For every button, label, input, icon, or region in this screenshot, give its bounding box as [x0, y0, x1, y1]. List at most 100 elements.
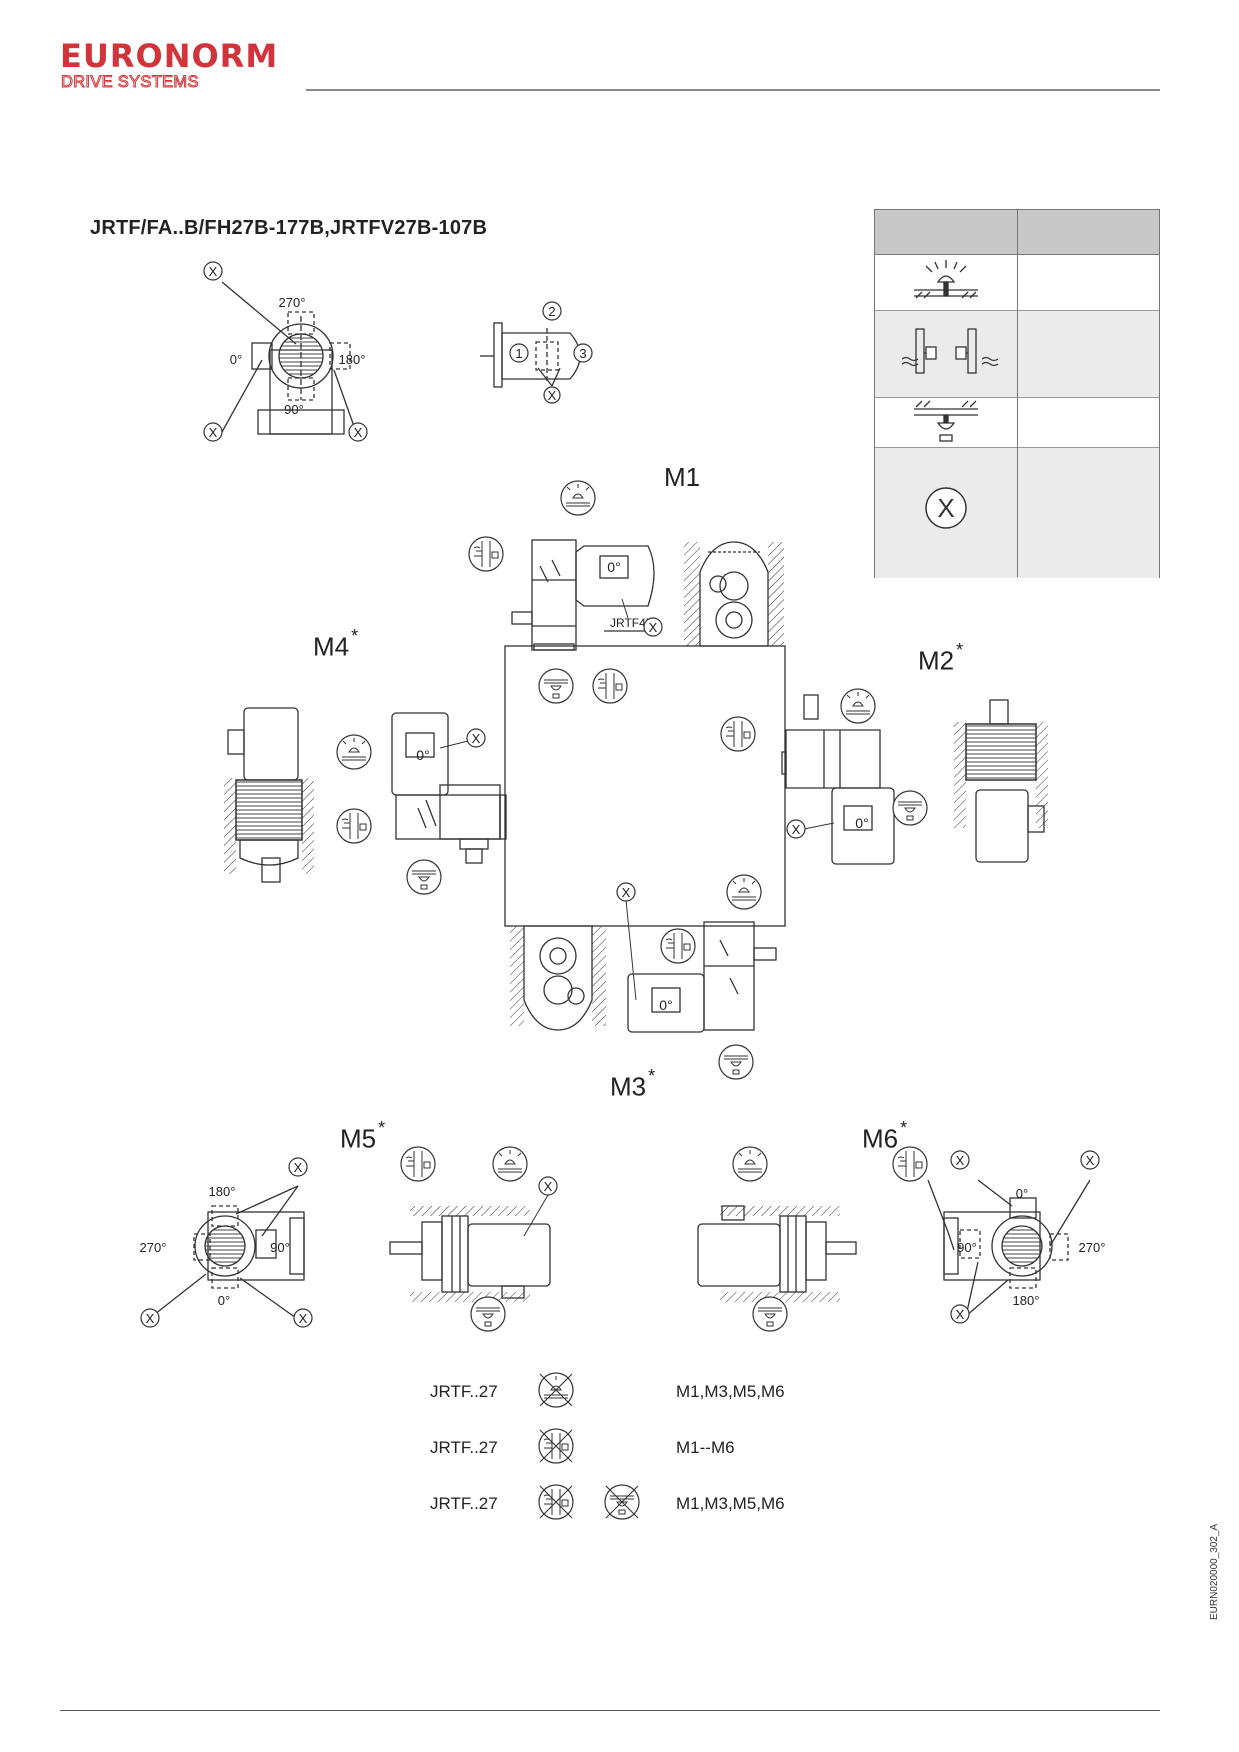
- position-label-m6: M6*: [862, 1118, 908, 1154]
- terminal-box-angle-view-m6: [927, 1179, 1091, 1317]
- plug-glyph: [412, 870, 436, 890]
- cross-out-mark: [539, 1485, 573, 1519]
- plug-circle: [336, 808, 372, 844]
- plug-glyph: [732, 878, 756, 901]
- svg-text:X: X: [937, 493, 954, 523]
- footer-rule: [60, 1710, 1160, 1711]
- oil-drain-symbol: [718, 1044, 754, 1080]
- callout-marker: X: [203, 422, 223, 442]
- oil-drain-symbol: [470, 1296, 506, 1332]
- leader-line: [439, 740, 469, 749]
- angle-label: 270°: [1079, 1240, 1106, 1255]
- callout-circle: [466, 728, 486, 748]
- angle-label: 0°: [218, 1293, 230, 1308]
- position-label-m4: M4*: [313, 626, 359, 662]
- oil-drain-plug-icon: [914, 400, 978, 442]
- terminal-box-angle-label: 0°: [659, 997, 672, 1013]
- center-reference-block: [504, 645, 786, 927]
- callout-label: X: [649, 620, 658, 635]
- note-model: JRTF..27: [430, 1382, 498, 1401]
- angle-label: 0°: [230, 352, 242, 367]
- plug-circle: [892, 1146, 928, 1182]
- callout-circle: [786, 819, 806, 839]
- plug-glyph: [758, 1307, 782, 1327]
- plug-glyph: [597, 673, 623, 699]
- callout-circle: [616, 882, 636, 902]
- callout-marker: X: [950, 1304, 970, 1324]
- oil-drain-symbol: [752, 1296, 788, 1332]
- callout-marker: X: [786, 819, 806, 839]
- callout-label: X: [146, 1311, 155, 1326]
- angle-label: 270°: [140, 1240, 167, 1255]
- callout-circle: [288, 1157, 308, 1177]
- plug-glyph: [473, 541, 499, 567]
- callout-label: 1: [515, 346, 522, 361]
- oil-level-symbol: [468, 536, 504, 572]
- callout-circle: [509, 343, 529, 363]
- angle-label: 90°: [270, 1240, 290, 1255]
- callout-marker: X: [538, 1176, 558, 1196]
- plug-circle: [400, 1146, 436, 1182]
- callout-marker: X: [293, 1308, 313, 1328]
- callout-label: X: [956, 1307, 965, 1322]
- gearmotor-m2-front-view: [781, 694, 895, 865]
- callout-circle: [348, 422, 368, 442]
- callout-label: X: [354, 425, 363, 440]
- shaft-side-view-top: [480, 322, 581, 388]
- callout-circle: [573, 343, 593, 363]
- callout-circle: [293, 1308, 313, 1328]
- callout-circle: [538, 1176, 558, 1196]
- callout-label: 2: [548, 304, 555, 319]
- angle-labels: 270°0°180°90°180°270°90°0°0°90°270°180°: [140, 295, 1106, 1308]
- gearmotor-m3-side-view: [627, 921, 777, 1033]
- oil-level-symbol: [892, 1146, 928, 1182]
- document-code: EURN020000_302_A: [1209, 1523, 1220, 1620]
- terminal-box-angle-view-m5: [149, 1185, 305, 1319]
- oil-drain-symbol: [538, 668, 574, 704]
- callout-marker: X: [348, 422, 368, 442]
- terminal-box-angle-label: 0°: [607, 559, 620, 575]
- callout-circle: [140, 1308, 160, 1328]
- oil-drain-symbol: [406, 859, 442, 895]
- angle-label: 90°: [284, 402, 304, 417]
- plug-glyph: [566, 484, 590, 507]
- terminal-box-position-icon: X: [925, 487, 967, 529]
- plug-glyph: [342, 738, 366, 761]
- leader-line: [625, 899, 637, 1001]
- terminal-box-angle-label: 0°: [855, 815, 868, 831]
- oil-level-symbol: [400, 1146, 436, 1182]
- callout-marker: X: [643, 617, 663, 637]
- position-label-m3: M3*: [610, 1066, 656, 1102]
- callout-label: X: [209, 425, 218, 440]
- callout-circle: [203, 261, 223, 281]
- callout-circle: [643, 617, 663, 637]
- callout-marker: X: [140, 1308, 160, 1328]
- plug-circle: [720, 716, 756, 752]
- position-label-m2: M2*: [918, 640, 964, 676]
- gearmotor-m2-side-view: [954, 699, 1048, 863]
- plug-glyph: [405, 1151, 431, 1177]
- angle-label: 180°: [209, 1184, 236, 1199]
- model-tag: JRTF47: [610, 616, 653, 630]
- plug-glyph: [846, 692, 870, 715]
- breather-symbol: [336, 734, 372, 770]
- gearmotor-m6-side-view: [697, 1205, 857, 1302]
- callout-label: X: [299, 1311, 308, 1326]
- plug-glyph: [665, 933, 691, 959]
- callout-marker: X: [466, 728, 486, 748]
- leader-line: [803, 822, 835, 830]
- plug-glyph: [498, 1150, 522, 1173]
- legend-icons: X: [901, 260, 999, 529]
- callout-marker: X: [203, 261, 223, 281]
- legend-column-divider: [1017, 210, 1018, 577]
- callout-label: X: [294, 1160, 303, 1175]
- gearmotor-m1: JRTF47: [511, 539, 655, 651]
- oil-drain-symbol: [892, 790, 928, 826]
- position-label-m1: M1: [664, 462, 701, 492]
- legend-table: X: [874, 209, 1160, 578]
- breather-symbol: [560, 480, 596, 516]
- terminal-box-angle-view-top: [221, 281, 357, 435]
- breather-symbol: [726, 874, 762, 910]
- breather-symbol: [732, 1146, 768, 1182]
